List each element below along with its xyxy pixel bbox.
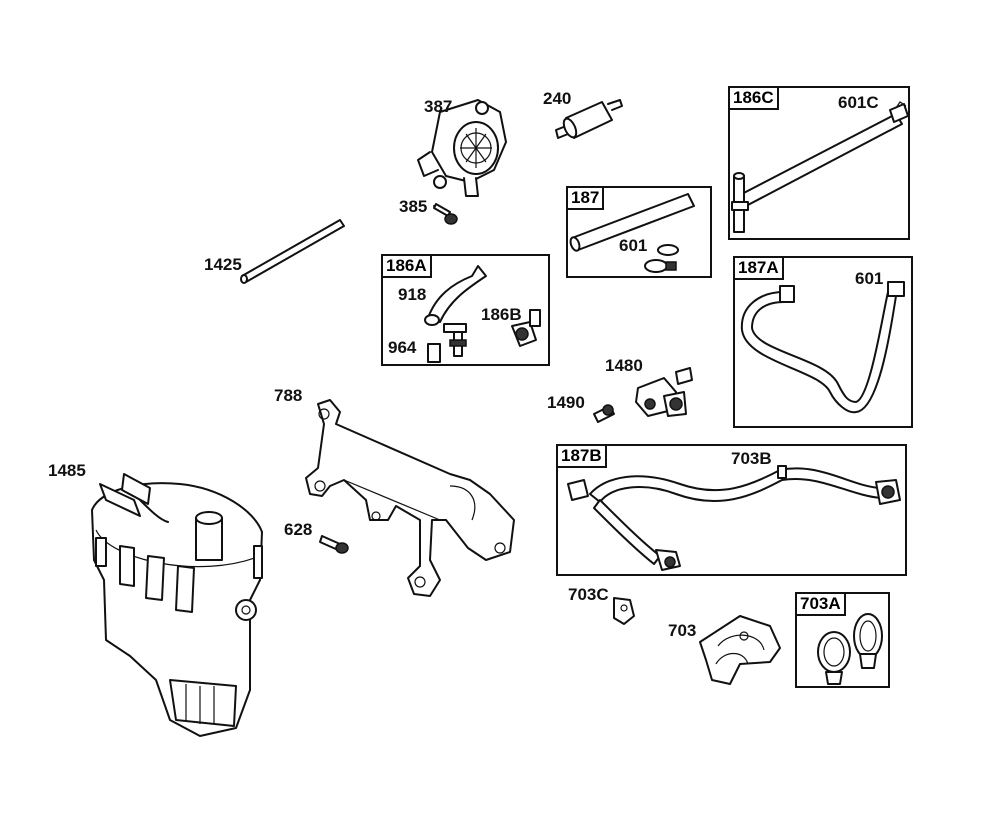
kit-box-187-tag: 187 [566,186,605,210]
bracket-788-part [305,399,515,597]
part-label-788: 788 [274,386,303,405]
part-label-1425: 1425 [204,255,242,274]
part-label-385: 385 [399,197,428,216]
part-label-964: 964 [388,338,417,357]
part-label-703C: 703C [568,585,609,604]
clamp-703A-part [817,613,883,685]
kit-box-187A: 187A [733,256,913,428]
fuel-filter-part [555,99,623,139]
valve-1480-part [635,367,693,417]
part-label-240: 240 [543,89,572,108]
tube-1425-part [240,219,345,284]
screw-628-part [319,535,349,554]
kit-box-186A: 186A [381,254,550,366]
part-label-1480: 1480 [605,356,643,375]
kit-box-186C: 186C [728,86,910,240]
part-label-703B: 703B [731,449,772,468]
hose-187B-part [567,465,901,571]
part-label-601-box187A: 601 [855,269,884,288]
hose-187-part [569,193,695,273]
line-186C-part [731,101,909,233]
part-label-601C: 601C [838,93,879,112]
part-label-387: 387 [424,97,453,116]
part-label-628: 628 [284,520,313,539]
kit-186A-parts [424,265,541,363]
kit-box-187B: 187B [556,444,907,576]
clip-703C-part [613,597,635,625]
kit-box-703A-tag: 703A [795,592,846,616]
part-label-186B: 186B [481,305,522,324]
kit-box-187B-tag: 187B [556,444,607,468]
kit-box-187A-tag: 187A [733,256,784,280]
hose-187A-part [740,281,905,414]
part-label-1485: 1485 [48,461,86,480]
clamp-703-part [699,615,781,685]
fuel-tank-1485-part [91,473,263,737]
kit-box-186A-tag: 186A [381,254,432,278]
screw-385-part [433,203,458,225]
kit-box-187: 187 [566,186,712,278]
part-label-703: 703 [668,621,697,640]
screw-1490-part [593,404,615,423]
part-label-918: 918 [398,285,427,304]
kit-box-186C-tag: 186C [728,86,779,110]
part-label-1490: 1490 [547,393,585,412]
kit-box-703A: 703A [795,592,890,688]
part-label-601-box187: 601 [619,236,648,255]
fuel-pump-part [417,99,507,197]
